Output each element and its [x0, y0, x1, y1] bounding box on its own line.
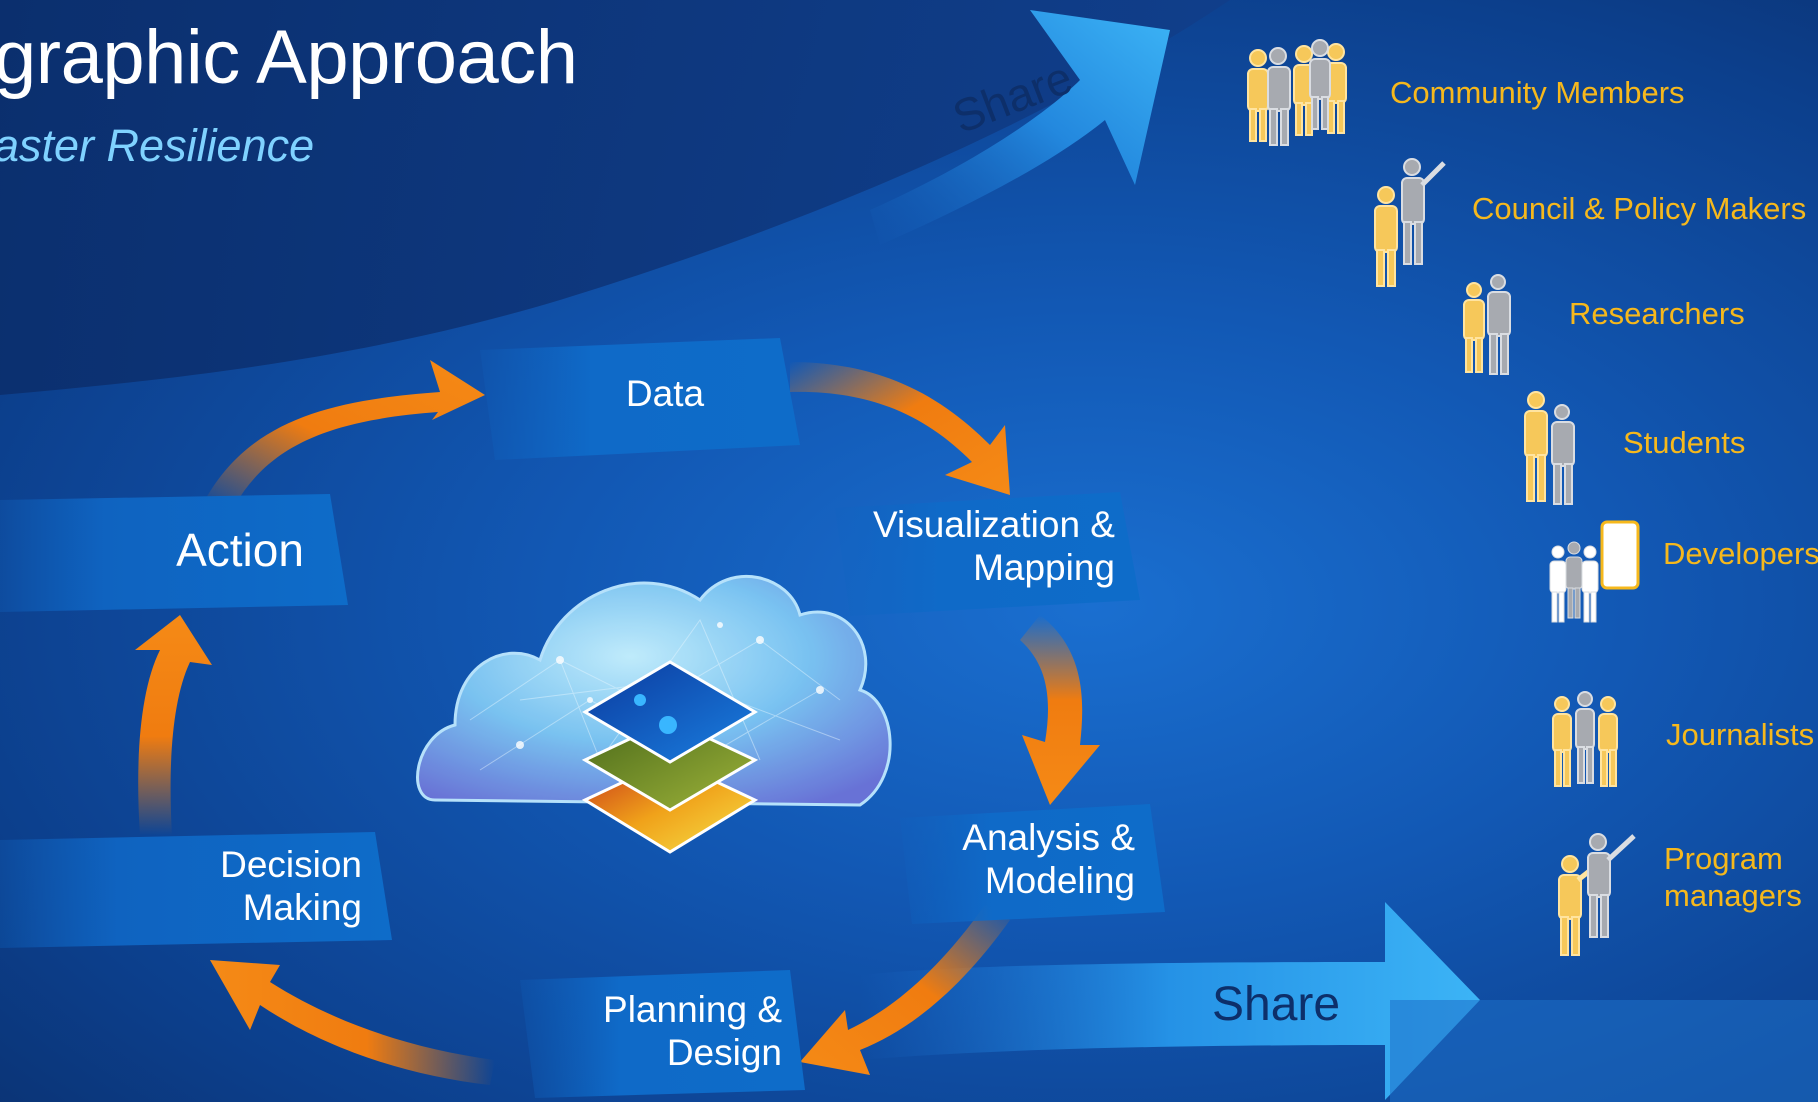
cloud-layers-icon [416, 575, 892, 854]
audience-program-managers-line1: Program [1664, 841, 1783, 876]
audience-developers: Developers [1663, 536, 1818, 571]
label-visualization-line2: Mapping [973, 547, 1115, 588]
background-swoosh [0, 0, 1230, 395]
label-analysis-line2: Modeling [984, 860, 1135, 901]
people-with-device-icon [1549, 520, 1640, 623]
audience-students: Students [1623, 425, 1746, 460]
label-decision-line1: Decision [220, 844, 362, 885]
slide-title: graphic Approach [0, 15, 578, 100]
three-people-icon [1552, 691, 1618, 787]
audience-council-policy-makers: Council & Policy Makers [1472, 191, 1807, 226]
label-analysis: Analysis & Modeling [900, 816, 1135, 902]
banner-data [480, 338, 800, 460]
audience-program-managers-line2: managers [1664, 878, 1802, 913]
audience-program-managers: Program managers [1664, 840, 1802, 914]
cycle-arrow-action-to-data [205, 360, 485, 505]
cycle-arrow-visualization-to-analysis [1020, 615, 1100, 805]
banner-analysis [900, 804, 1165, 924]
presenter-icon [1374, 158, 1446, 287]
label-decision: Decision Making [180, 843, 362, 929]
banner-action [0, 494, 348, 612]
group-of-people-icon [1247, 39, 1347, 146]
label-action: Action [176, 524, 304, 576]
label-visualization: Visualization & Mapping [850, 503, 1115, 589]
share-arrow-top [870, 10, 1170, 245]
share-label-bottom: Share [1212, 978, 1341, 1031]
audience-journalists: Journalists [1666, 717, 1815, 752]
cycle-arrow-decision-to-action [135, 615, 212, 835]
corner-texture [1390, 1000, 1818, 1102]
two-people-icon [1524, 391, 1575, 505]
label-planning-line2: Design [666, 1032, 782, 1073]
label-analysis-line1: Analysis & [962, 817, 1135, 858]
audience-researchers: Researchers [1569, 296, 1745, 331]
banner-visualization [835, 492, 1140, 616]
banner-planning [520, 970, 805, 1098]
share-arrow-bottom [860, 902, 1480, 1100]
cycle-arrow-planning-to-decision [210, 960, 495, 1085]
label-decision-line2: Making [242, 887, 362, 928]
slide-subtitle: aster Resilience [0, 120, 315, 171]
label-planning-line1: Planning & [603, 989, 782, 1030]
label-data: Data [625, 373, 705, 414]
label-planning: Planning & Design [560, 988, 782, 1074]
cycle-arrow-analysis-to-planning [800, 905, 1010, 1075]
label-visualization-line1: Visualization & [872, 504, 1115, 545]
two-people-icon [1463, 274, 1511, 375]
cycle-arrow-data-to-visualization [790, 362, 1010, 495]
banner-decision [0, 832, 392, 948]
audience-community-members: Community Members [1390, 75, 1685, 110]
presenter-icon [1558, 833, 1636, 956]
